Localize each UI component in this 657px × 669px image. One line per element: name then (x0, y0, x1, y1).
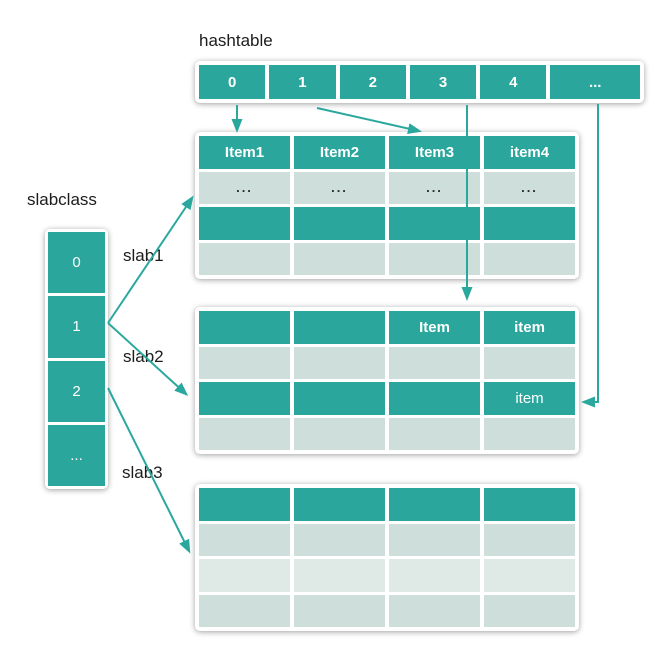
slab2-row-3: item (199, 382, 575, 415)
hashtable-bucket-1: 1 (269, 65, 336, 99)
slab2-empty-cell (294, 311, 385, 344)
slabclass-array: 0 1 2 ... (45, 229, 108, 489)
slab2-empty-cell (389, 382, 480, 415)
slab3-empty-cell (484, 523, 575, 556)
slab2-empty-cell (389, 346, 480, 379)
slab2-empty-cell (294, 346, 385, 379)
slabclass-cell-0: 0 (48, 232, 105, 294)
slab1-empty-cell (484, 242, 575, 275)
slab1-empty-cell (484, 207, 575, 240)
hashtable-bucket-4: 4 (480, 65, 547, 99)
slab2-item-cell: item (484, 311, 575, 344)
slab2-row-2 (199, 346, 575, 379)
slab3-empty-cell (199, 523, 290, 556)
slab1-empty-cell (294, 242, 385, 275)
slab1-item-cell: Item2 (294, 136, 385, 169)
slab1-item-cell: Item3 (389, 136, 480, 169)
slab1-empty-cell (199, 242, 290, 275)
slab1-row-4 (199, 242, 575, 275)
slabclass-cell-more: ... (48, 424, 105, 486)
slab2-empty-cell (199, 382, 290, 415)
slab3-empty-cell (294, 594, 385, 627)
slab3-header-row (199, 488, 575, 521)
slab2-empty-cell (484, 346, 575, 379)
hashtable-array: 0 1 2 3 4 ... (195, 61, 644, 103)
slab3-row-4 (199, 594, 575, 627)
slab3-empty-cell (199, 559, 290, 592)
slab3-empty-cell (484, 559, 575, 592)
hashtable-label: hashtable (199, 31, 273, 50)
slab1-row-3 (199, 207, 575, 240)
slab1-empty-cell (389, 207, 480, 240)
arrow-hash1-to-slab1-item3-icon (316, 107, 422, 134)
slab1-header-row: Item1 Item2 Item3 item4 (199, 136, 575, 169)
slab3-empty-cell (389, 488, 480, 521)
slab1-ellipsis-cell: ... (389, 171, 480, 204)
slab2-empty-cell (484, 417, 575, 450)
slab2-empty-cell (294, 382, 385, 415)
slab1-item-cell: Item1 (199, 136, 290, 169)
slab2-header-row: Item item (199, 311, 575, 344)
slab3-empty-cell (484, 594, 575, 627)
hashtable-bucket-more: ... (550, 65, 640, 99)
slab3-table (195, 484, 579, 631)
slab3-empty-cell (484, 488, 575, 521)
slab2-item-cell: Item (389, 311, 480, 344)
slab2-table: Item item item (195, 307, 579, 454)
slab1-empty-cell (294, 207, 385, 240)
slab2-item-cell: item (484, 382, 575, 415)
slabclass-label: slabclass (27, 190, 97, 209)
slab1-ellipsis-cell: ... (199, 171, 290, 204)
slab1-empty-cell (389, 242, 480, 275)
slab1-ellipsis-cell: ... (484, 171, 575, 204)
slab3-empty-cell (199, 594, 290, 627)
slabclass-cell-1: 1 (48, 296, 105, 358)
hashtable-bucket-0: 0 (199, 65, 266, 99)
slabclass-cell-2: 2 (48, 360, 105, 422)
slab2-row-4 (199, 417, 575, 450)
slab3-row-2 (199, 523, 575, 556)
slab3-row-3 (199, 559, 575, 592)
slab3-empty-cell (294, 523, 385, 556)
slab1-label: slab1 (123, 246, 164, 265)
slab2-empty-cell (199, 417, 290, 450)
slab3-empty-cell (389, 594, 480, 627)
slab1-table: Item1 Item2 Item3 item4 ... ... ... ... (195, 132, 579, 279)
slab3-empty-cell (389, 559, 480, 592)
slab3-label: slab3 (122, 463, 163, 482)
hashtable-bucket-2: 2 (339, 65, 406, 99)
slab1-ellipsis-cell: ... (294, 171, 385, 204)
arrow-hashmore-to-slab2-item-icon (581, 104, 599, 408)
slab2-empty-cell (389, 417, 480, 450)
slab3-empty-cell (294, 559, 385, 592)
slab1-item-cell: item4 (484, 136, 575, 169)
slab2-empty-cell (199, 346, 290, 379)
slab2-empty-cell (199, 311, 290, 344)
slab1-row-2: ... ... ... ... (199, 171, 575, 204)
slab2-label: slab2 (123, 347, 164, 366)
slab3-empty-cell (389, 523, 480, 556)
slab1-empty-cell (199, 207, 290, 240)
slab3-empty-cell (294, 488, 385, 521)
hashtable-bucket-3: 3 (409, 65, 477, 99)
slab3-empty-cell (199, 488, 290, 521)
slab2-empty-cell (294, 417, 385, 450)
